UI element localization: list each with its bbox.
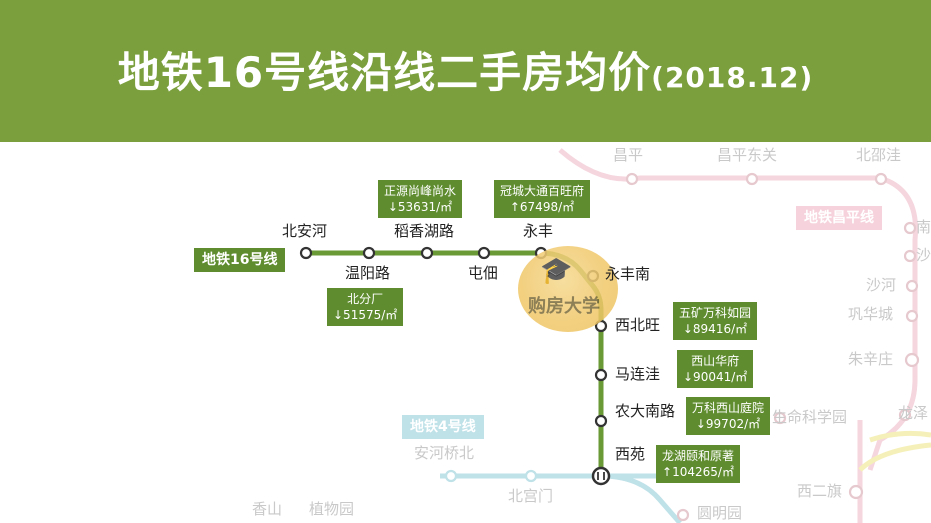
label-gonghuacheng: 巩华城 xyxy=(848,305,894,323)
estate-price: ↑104265/㎡ xyxy=(662,465,734,479)
label-changping: 昌平 xyxy=(613,146,644,164)
price-box-malianwa: 西山华府 ↓90041/㎡ xyxy=(677,350,754,388)
faded-line4-stations xyxy=(444,469,538,483)
station-yuanmingyuan xyxy=(676,508,690,522)
label-beishaowa: 北邵洼 xyxy=(856,146,902,164)
label-anheqiaobei: 安河桥北 xyxy=(414,444,475,462)
graduation-cap-icon: 🎓 xyxy=(540,256,573,286)
station-xiyuan xyxy=(591,466,611,486)
label-wenyanglu: 温阳路 xyxy=(345,264,391,282)
estate-name: 万科西山庭院 xyxy=(692,401,765,415)
station-malianwa xyxy=(594,368,608,382)
price-box-yongfeng: 冠城大通百旺府 ↑67498/㎡ xyxy=(494,180,591,218)
label-yongfengnan: 永丰南 xyxy=(605,265,651,283)
station-beianhe xyxy=(299,246,313,260)
station-gonghuacheng xyxy=(905,309,919,323)
label-xiangshan: 香山 xyxy=(252,500,283,518)
title-main: 地铁16号线沿线二手房均价 xyxy=(117,47,652,97)
label-changpingdongguan: 昌平东关 xyxy=(717,146,778,164)
estate-name: 西山华府 xyxy=(691,354,740,368)
line4-track xyxy=(440,473,682,523)
station-sha xyxy=(903,249,917,263)
price-box-daoxianghu: 正源尚峰尚水 ↓53631/㎡ xyxy=(378,180,463,218)
label-zhiwuyuan: 植物园 xyxy=(309,500,355,518)
label-beianhe: 北安河 xyxy=(282,222,328,240)
price-box-wenyang: 北分厂 ↓51575/㎡ xyxy=(327,288,404,326)
station-longze xyxy=(898,408,912,422)
station-wenyanglu xyxy=(362,246,376,260)
estate-price: ↓90041/㎡ xyxy=(683,370,748,384)
estate-price: ↓99702/㎡ xyxy=(695,417,761,431)
label-yuanmingyuan: 圆明园 xyxy=(697,504,743,522)
label-nan: 南 xyxy=(916,218,931,236)
estate-name: 龙湖颐和原著 xyxy=(662,449,735,463)
station-kexueyuan xyxy=(773,411,787,425)
title-banner: 地铁16号线沿线二手房均价(2018.12) xyxy=(0,0,931,142)
estate-price: ↓53631/㎡ xyxy=(387,200,453,214)
transfer-icon xyxy=(597,472,605,480)
price-box-nongda: 万科西山庭院 ↓99702/㎡ xyxy=(686,397,771,435)
price-box-xibeiwang: 五矿万科如园 ↓89416/㎡ xyxy=(673,302,758,340)
line-yellow-faint xyxy=(869,430,931,443)
station-changpingdongguan xyxy=(745,172,759,186)
label-xierqi: 西二旗 xyxy=(797,482,843,500)
line-tag-line16: 地铁16号线 xyxy=(194,248,286,272)
label-zhuxinzhuang: 朱辛庄 xyxy=(848,350,894,368)
label-shahe: 沙河 xyxy=(866,276,897,294)
station-xierqi xyxy=(848,484,864,500)
estate-price: ↑67498/㎡ xyxy=(509,200,575,214)
estate-name: 正源尚峰尚水 xyxy=(384,184,457,198)
logo-text: 购房大学 xyxy=(528,296,600,317)
label-sha: 沙 xyxy=(916,246,931,264)
label-kexueyuan: 生命科学园 xyxy=(772,408,848,426)
transfer-xiyuan xyxy=(591,466,611,486)
label-daoxianghulu: 稻香湖路 xyxy=(394,222,455,240)
line-tag-line4: 地铁4号线 xyxy=(402,415,484,439)
label-xibeiwang: 西北旺 xyxy=(615,316,661,334)
estate-price: ↓51575/㎡ xyxy=(333,308,398,322)
station-nongdananlu xyxy=(594,414,608,428)
station-beishaowa xyxy=(874,172,888,186)
estate-name: 五矿万科如园 xyxy=(679,306,752,320)
label-xiyuan: 西苑 xyxy=(615,445,646,463)
station-changping xyxy=(625,172,639,186)
label-tundian: 屯佃 xyxy=(468,264,499,282)
label-nongdananlu: 农大南路 xyxy=(615,402,676,420)
station-daoxianghulu xyxy=(420,246,434,260)
gouFang-daxue-logo: 🎓 购房大学 xyxy=(518,246,618,332)
line13-yellow xyxy=(858,442,931,472)
estate-name: 北分厂 xyxy=(347,292,384,306)
station-zhuxinzhuang xyxy=(904,352,920,368)
station-anheqiaobei xyxy=(444,469,458,483)
title-date: (2018.12) xyxy=(651,60,814,94)
station-beigongmen xyxy=(524,469,538,483)
estate-name: 冠城大通百旺府 xyxy=(500,184,585,198)
station-tundian xyxy=(477,246,491,260)
station-shahe xyxy=(905,279,919,293)
label-malianwa: 马连洼 xyxy=(615,365,661,383)
estate-price: ↓89416/㎡ xyxy=(682,322,748,336)
price-box-xiyuan: 龙湖颐和原著 ↑104265/㎡ xyxy=(656,445,741,483)
label-beigongmen: 北宫门 xyxy=(508,487,554,505)
page-title: 地铁16号线沿线二手房均价(2018.12) xyxy=(118,39,814,100)
label-yongfeng: 永丰 xyxy=(523,222,554,240)
faded-stations xyxy=(625,172,920,522)
station-nan xyxy=(903,221,917,235)
line-tag-changping: 地铁昌平线 xyxy=(796,206,882,230)
label-longze: 龙泽 xyxy=(898,404,929,422)
